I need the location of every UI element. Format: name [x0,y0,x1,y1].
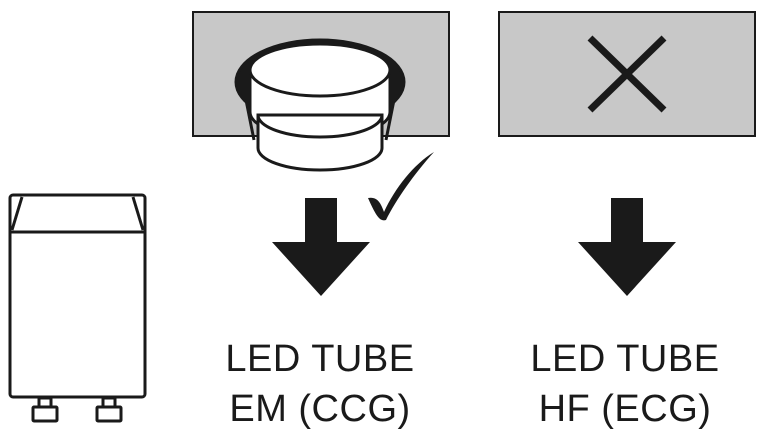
arrow-down-icon-right [578,198,676,296]
starter-icon [8,193,147,423]
right-label-line1: LED TUBE [530,338,720,380]
cross-icon [587,35,667,113]
checkmark-icon [368,152,434,221]
arrow-down-icon-left [272,198,370,296]
right-label-line2: HF (ECG) [538,388,712,430]
left-label-line2: EM (CCG) [229,388,411,430]
starter-socket-icon [234,38,406,172]
left-label-line1: LED TUBE [225,338,415,380]
